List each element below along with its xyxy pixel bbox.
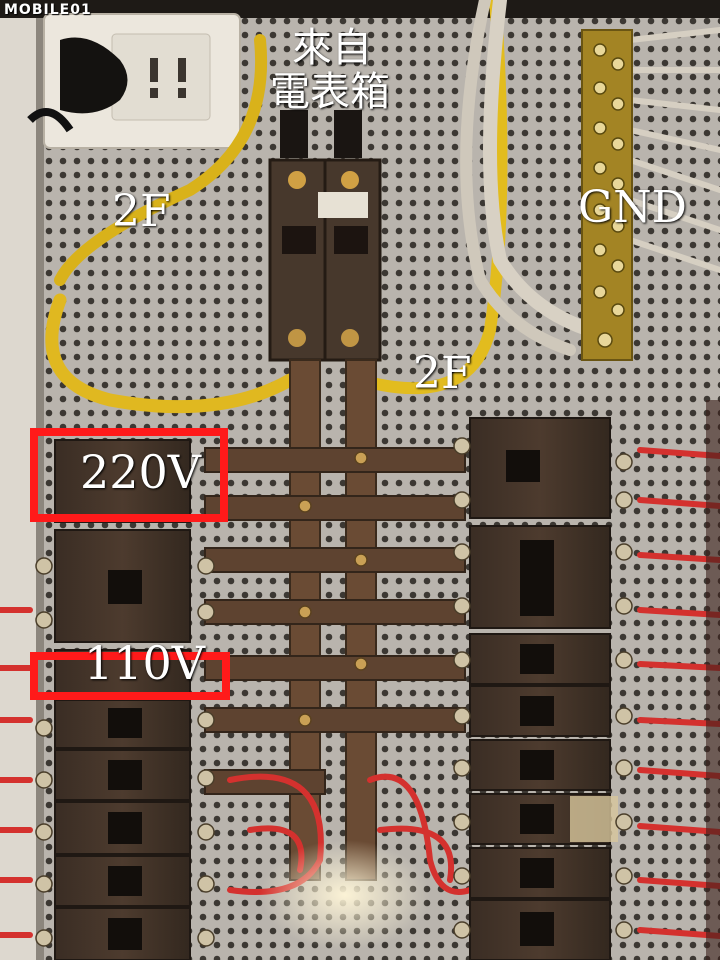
highlight-box-110v [30,652,230,700]
gray-wires [460,0,720,356]
left-breaker-toggles [108,570,142,950]
main-breaker [268,110,382,362]
highlight-box-220v [30,428,228,522]
yellow-wires [45,0,508,414]
ground-bus-bar [581,29,633,361]
voltage-110-label: 110V [84,636,206,690]
voltage-220-label: 220V [80,445,202,499]
source-label-line1: 來自 [292,25,372,71]
ground-label: GND [578,182,687,233]
watermark-logo: MOBILE01 [4,2,92,18]
left-terminals [35,557,215,947]
right-terminals [453,437,633,939]
wire-2f-left-label: 2F [112,186,171,237]
source-label-line2: 電表箱 [270,69,390,115]
wall-outlet [27,13,241,149]
wire-2f-right-label: 2F [413,348,472,399]
right-breaker-toggles [506,450,554,946]
